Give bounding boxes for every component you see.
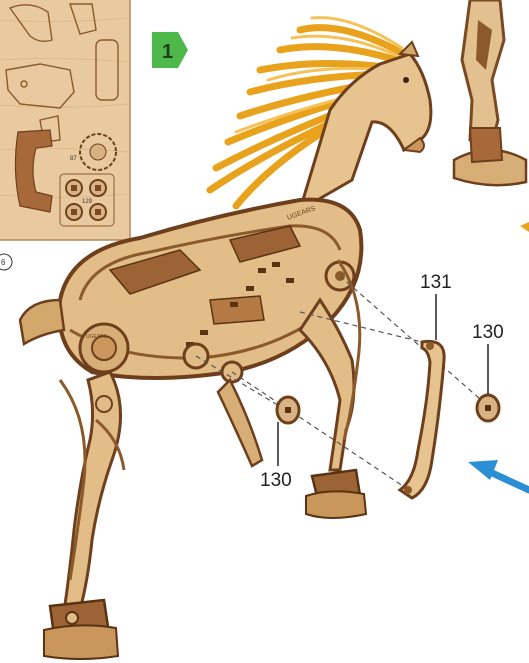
part-number-130: 130	[260, 470, 292, 491]
step-badge: 1	[152, 32, 188, 68]
part-number-131: 131	[420, 272, 452, 293]
brand-mark: UGEARS	[86, 334, 108, 340]
part-number-130: 130	[472, 322, 504, 343]
secondary-model-fragment	[454, 0, 526, 185]
part-131-bracket	[400, 341, 444, 498]
sheet-part-number: 129	[82, 199, 93, 205]
edge-marker	[520, 222, 529, 232]
part-130-washer-right	[477, 395, 499, 421]
label-131: 131	[420, 272, 452, 340]
assembly-arrow-icon	[468, 460, 529, 490]
part-130-washer-left	[277, 397, 299, 423]
sheet-corner-number: 6	[1, 258, 6, 267]
label-130-right: 130	[472, 322, 504, 394]
plywood-parts-sheet: 129 87 6	[0, 0, 130, 270]
sheet-part-number: 87	[70, 156, 77, 162]
step-number: 1	[162, 41, 173, 63]
label-130-left: 130	[260, 422, 292, 491]
